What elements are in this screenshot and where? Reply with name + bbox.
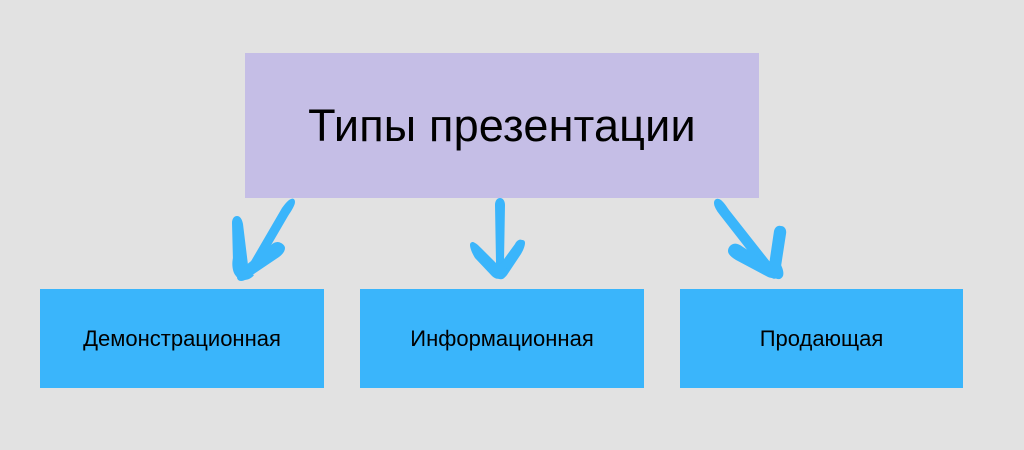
arrow-right-icon	[714, 198, 787, 280]
leaf-node-informacionnaya[interactable]: Информационная	[360, 289, 644, 388]
leaf-node-label: Демонстрационная	[83, 325, 281, 351]
leaf-node-label: Информационная	[410, 325, 594, 351]
root-node-label: Типы презентации	[308, 99, 696, 151]
arrow-middle-icon	[470, 198, 525, 280]
leaf-node-label: Продающая	[759, 325, 884, 351]
leaf-node-demonstracionnaya[interactable]: Демонстрационная	[40, 289, 324, 388]
leaf-node-prodayushchaya[interactable]: Продающая	[680, 289, 963, 388]
arrow-left-icon	[232, 198, 295, 281]
root-node-types-of-presentation[interactable]: Типы презентации	[245, 53, 759, 198]
